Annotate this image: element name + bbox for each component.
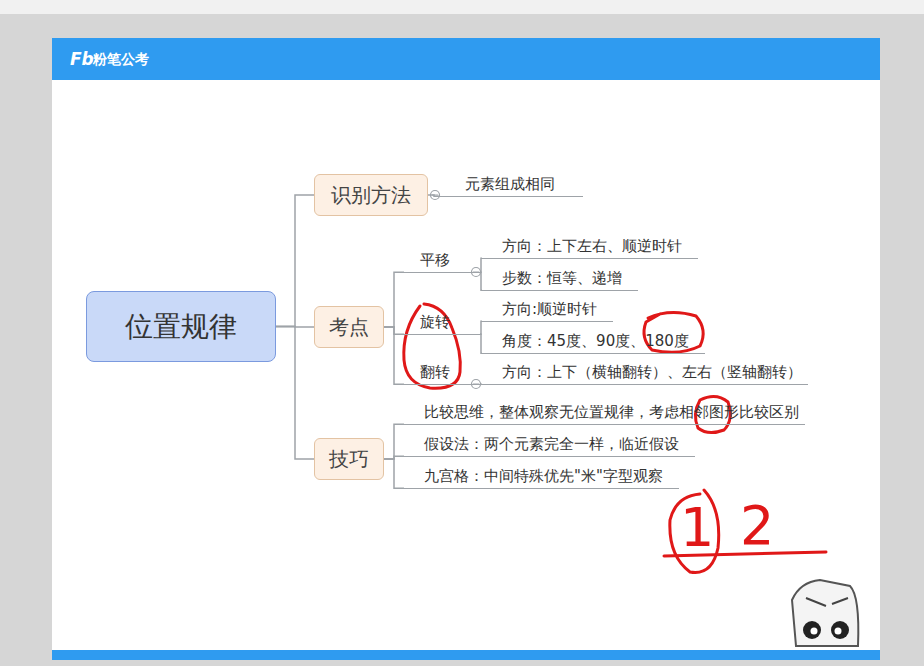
- root-topic-box: 位置规律: [86, 291, 276, 362]
- topic-text: 考点: [329, 314, 369, 341]
- topic-text: 方向:顺逆时针: [502, 300, 597, 318]
- handwritten-number: 1: [680, 496, 714, 559]
- handwritten-number: 1: [680, 496, 714, 559]
- subtopic-line: 方向：上下（横轴翻转）、左右（竖轴翻转）: [482, 360, 808, 385]
- mindmap-connector: [428, 195, 440, 196]
- topic-text: 旋转: [420, 313, 450, 331]
- subtopic-line: 九宫格：中间特殊优先"米"字型观察: [404, 464, 679, 489]
- mindmap-connector: [384, 327, 404, 384]
- subtopic-line: 比较思维，整体观察无位置规律，考虑相邻图形比较区别: [404, 400, 805, 425]
- topic-box: 技巧: [314, 438, 384, 480]
- mindmap-connector: [384, 424, 404, 459]
- topic-text: 方向：上下（横轴翻转）、左右（竖轴翻转）: [502, 363, 802, 381]
- mindmap-connector: [276, 195, 314, 327]
- logo-mark: Fb: [70, 49, 94, 69]
- topic-text: 技巧: [329, 446, 369, 473]
- topic-text: 平移: [420, 251, 450, 269]
- topic-text: 九宫格：中间特殊优先"米"字型观察: [424, 467, 663, 485]
- subtopic-line: 元素组成相同: [440, 172, 583, 197]
- logo-text: 粉笔公考: [93, 51, 149, 67]
- topic-text: 元素组成相同: [465, 175, 555, 193]
- cartoon-mascot: [792, 580, 858, 646]
- subtopic-line: 角度：45度、90度、180度: [482, 329, 705, 354]
- logo-mark: Fb: [70, 49, 94, 69]
- topic-text: 位置规律: [125, 308, 237, 346]
- logo-text: 粉笔公考: [93, 51, 149, 69]
- topic-text: 步数：恒等、递增: [502, 269, 622, 287]
- topic-box: 识别方法: [314, 174, 428, 216]
- subtopic-line: 旋转: [404, 310, 480, 335]
- subtopic-line: 平移: [404, 248, 480, 273]
- topic-text: 比较思维，整体观察无位置规律，考虑相邻图形比较区别: [424, 403, 799, 421]
- subtopic-line: 步数：恒等、递增: [482, 266, 638, 291]
- handwritten-number: 2: [740, 494, 774, 557]
- subtopic-line: 方向：上下左右、顺逆时针: [482, 234, 698, 259]
- subtopic-line: 翻转: [404, 360, 480, 385]
- topic-text: 翻转: [420, 363, 450, 381]
- mindmap-connector: [384, 459, 404, 488]
- topic-text: 方向：上下左右、顺逆时针: [502, 237, 682, 255]
- topic-text: 角度：45度、90度、180度: [502, 332, 689, 350]
- handwritten-number: 2: [740, 494, 774, 557]
- mindmap-connector: [384, 272, 404, 327]
- topic-text: 假设法：两个元素完全一样，临近假设: [424, 435, 679, 453]
- topic-box: 考点: [314, 306, 384, 348]
- subtopic-line: 假设法：两个元素完全一样，临近假设: [404, 432, 695, 457]
- mindmap-connector: [276, 327, 314, 460]
- subtopic-line: 方向:顺逆时针: [482, 297, 613, 322]
- topic-text: 识别方法: [331, 182, 411, 209]
